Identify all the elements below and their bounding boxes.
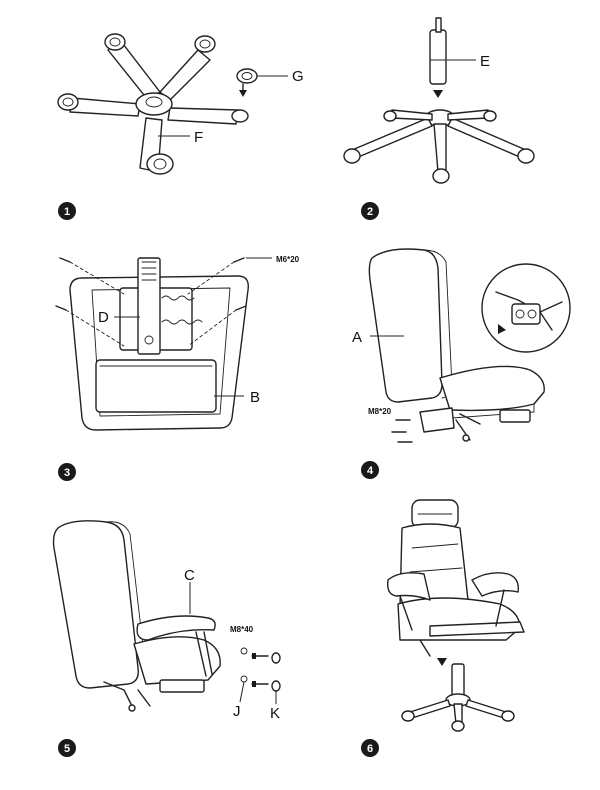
armrest-hardware xyxy=(240,647,281,692)
svg-text:5: 5 xyxy=(64,743,70,755)
panel-2-gas-lift: E xyxy=(343,17,535,184)
svg-text:6: 6 xyxy=(367,743,373,755)
panel-5-armrests: M8*40 C J K xyxy=(52,520,281,722)
svg-text:3: 3 xyxy=(64,467,70,479)
label-k: K xyxy=(270,705,280,722)
leader-j xyxy=(239,681,245,703)
label-a: A xyxy=(352,329,362,346)
step-badge-4: 4 xyxy=(361,461,379,479)
step-badge-5: 5 xyxy=(58,739,76,757)
label-j: J xyxy=(233,703,241,720)
svg-text:4: 4 xyxy=(367,465,374,477)
label-d: D xyxy=(98,309,109,326)
panel-4-backrest: M8*20 A xyxy=(352,248,571,443)
svg-text:2: 2 xyxy=(367,206,373,218)
screw-size-step5: M8*40 xyxy=(230,625,254,634)
step-badge-6: 6 xyxy=(361,739,379,757)
screw-size-step4: M8*20 xyxy=(368,407,392,416)
panel-1-base-and-casters: G F xyxy=(57,33,304,175)
step-badge-2: 2 xyxy=(361,202,379,220)
step-badge-3: 3 xyxy=(58,463,76,481)
label-g: G xyxy=(292,68,304,85)
label-e: E xyxy=(480,53,490,70)
label-b: B xyxy=(250,389,260,406)
label-c: C xyxy=(184,567,195,584)
svg-text:1: 1 xyxy=(64,206,70,218)
caster-g xyxy=(236,68,258,97)
screw-size-step3: M6*20 xyxy=(276,255,300,264)
step-badge-1: 1 xyxy=(58,202,76,220)
panel-6-final-assembly xyxy=(386,499,525,732)
panel-3-seat-mechanism: M6*20 D B xyxy=(55,255,300,431)
label-f: F xyxy=(194,129,203,146)
